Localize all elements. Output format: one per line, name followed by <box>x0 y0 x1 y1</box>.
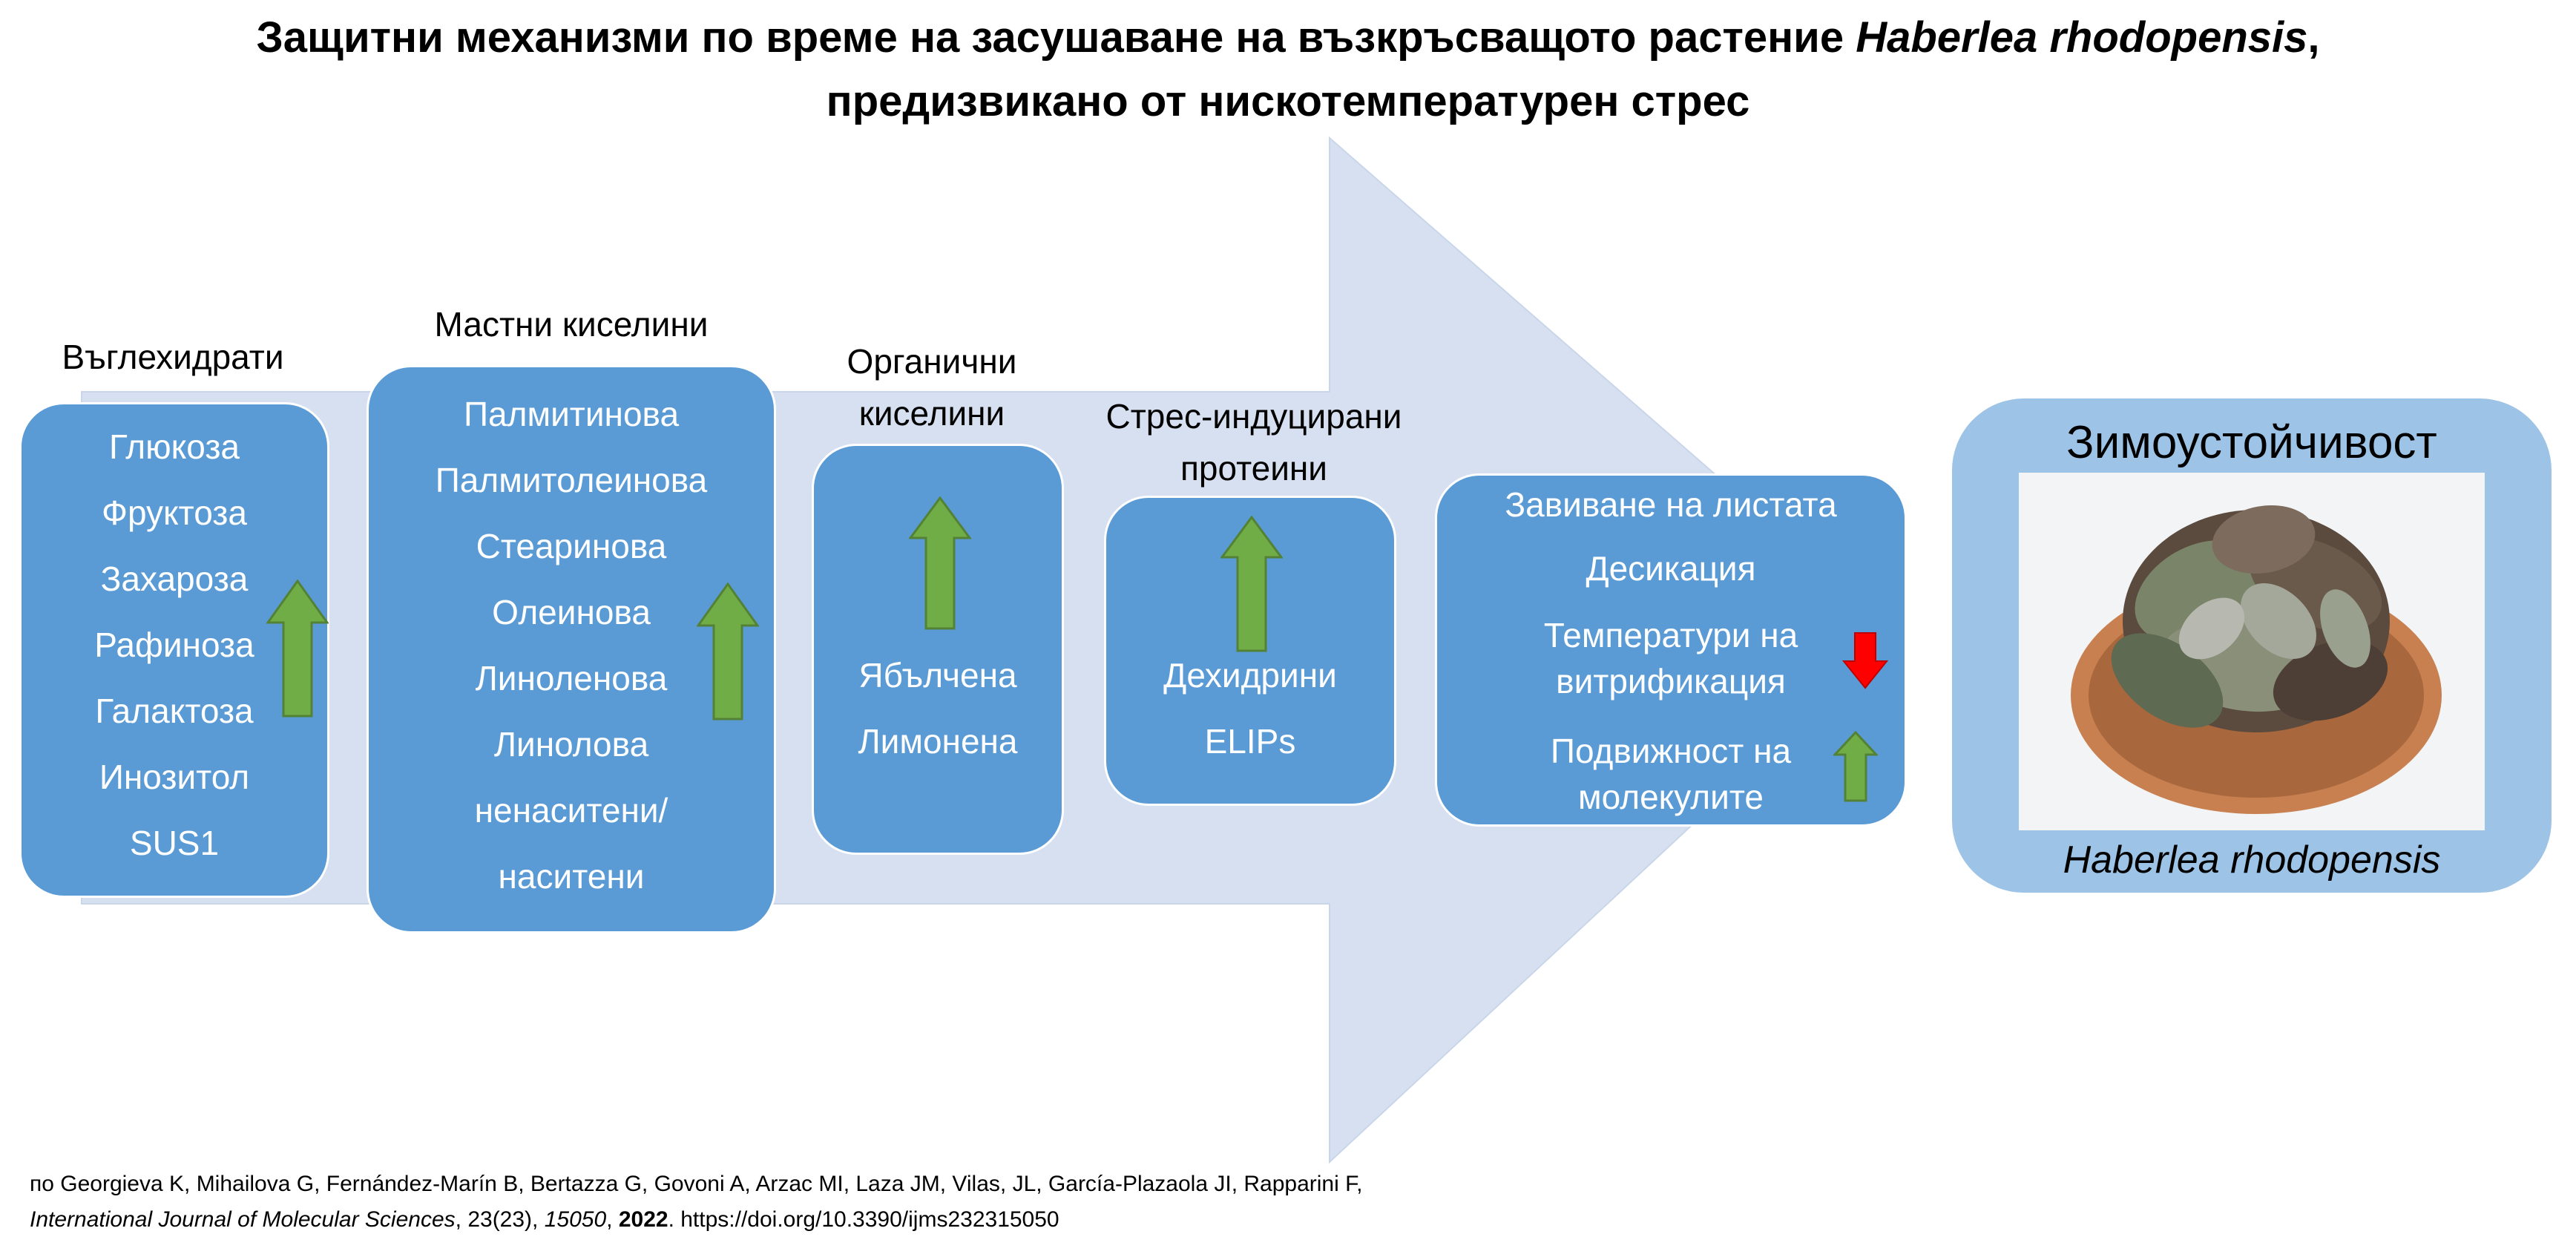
green-up-arrow-icon <box>697 582 759 721</box>
citation-source: International Journal of Molecular Scien… <box>30 1202 1362 1238</box>
title-line-1: Защитни механизми по време на засушаване… <box>0 6 2576 70</box>
citation-doi: . https://doi.org/10.3390/ijms232315050 <box>668 1207 1059 1232</box>
winter-species-name: Haberlea rhodopensis <box>2063 838 2441 882</box>
panel-stress-proteins: Дехидрини ELIPs <box>1104 496 1396 806</box>
carb-item: SUS1 <box>129 824 220 862</box>
carb-item: Галактоза <box>95 692 254 730</box>
citation: по Georgieva K, Mihailova G, Fernández-M… <box>30 1166 1362 1238</box>
page-title: Защитни механизми по време на засушаване… <box>0 6 2576 134</box>
green-up-arrow-icon <box>1833 731 1878 802</box>
carb-item: Фруктоза <box>102 493 247 532</box>
panel-organic-acids: Ябълчена Лимонена <box>812 444 1064 855</box>
label-carbohydrates: Въглехидрати <box>62 338 284 376</box>
carb-item: Инозитол <box>99 758 250 796</box>
label-organic-acids-line-2: киселини <box>858 394 1005 433</box>
label-stress-proteins-line-1: Стрес-индуцирани <box>1105 397 1402 436</box>
fatty-acid-item: Палмитолеинова <box>435 461 708 499</box>
physical-item-desiccation: Десикация <box>1586 549 1756 588</box>
panel-physical-changes: Завиване на листата Десикация Температур… <box>1435 473 1907 827</box>
green-up-arrow-icon <box>266 580 329 718</box>
stress-protein-item: ELIPs <box>1204 722 1296 761</box>
carb-item: Рафиноза <box>94 626 254 664</box>
fatty-acid-item: наситени <box>498 857 645 896</box>
label-fatty-acids: Мастни киселини <box>434 305 709 344</box>
physical-item-mobility-line-1: Подвижност на <box>1550 732 1792 770</box>
label-organic-acids: Органични киселини <box>801 335 1062 439</box>
carb-item: Захароза <box>100 559 249 598</box>
fatty-acid-item: Стеаринова <box>476 527 667 565</box>
citation-year: 2022 <box>618 1207 668 1232</box>
physical-item-leaf-rolling: Завиване на листата <box>1505 485 1837 524</box>
fatty-acid-item: Линоленова <box>475 659 668 698</box>
fatty-acid-item: ненаситени/ <box>474 791 668 830</box>
label-stress-proteins-line-2: протеини <box>1180 449 1327 488</box>
title-species: Haberlea rhodopensis <box>1856 13 2308 62</box>
citation-authors: по Georgieva K, Mihailova G, Fernández-M… <box>30 1172 1363 1196</box>
green-up-arrow-icon <box>909 496 971 630</box>
citation-separator: , <box>606 1207 619 1232</box>
panel-winter-hardiness: Зимоустойчивост Haberlea rhodopensis <box>1950 396 2554 895</box>
stress-protein-item: Дехидрини <box>1163 656 1337 695</box>
red-down-arrow-icon <box>1842 632 1888 689</box>
green-up-arrow-icon <box>1220 516 1283 652</box>
fatty-acid-item: Палмитинова <box>463 395 680 433</box>
physical-item-vitrification: Температури на витрификация <box>1437 612 1905 704</box>
physical-item-vitrification-line-2: витрификация <box>1556 662 1786 700</box>
fatty-acid-item: Олеинова <box>492 593 651 631</box>
citation-volume: , 23(23), <box>455 1207 545 1232</box>
title-line-2: предизвикано от нискотемпературен стрес <box>826 77 1750 125</box>
physical-item-mobility-line-2: молекулите <box>1578 778 1764 816</box>
label-organic-acids-line-1: Органични <box>847 342 1017 381</box>
carb-item: Глюкоза <box>108 427 240 466</box>
citation-journal: International Journal of Molecular Scien… <box>30 1207 456 1232</box>
physical-item-vitrification-line-1: Температури на <box>1543 616 1798 654</box>
title-text: Защитни механизми по време на засушаване… <box>256 13 1856 62</box>
panel-fatty-acids: Палмитинова Палмитолеинова Стеаринова Ол… <box>367 365 776 933</box>
title-comma: , <box>2307 13 2320 62</box>
plant-photo <box>2019 473 2485 830</box>
label-stress-proteins: Стрес-индуцирани протеини <box>1061 390 1447 494</box>
plant-leaves <box>2111 505 2390 732</box>
citation-article: 15050 <box>544 1207 607 1232</box>
panel-carbohydrates: Глюкоза Фруктоза Захароза Рафиноза Галак… <box>19 402 329 898</box>
organic-acid-item: Лимонена <box>858 722 1018 761</box>
fatty-acid-item: Линолова <box>493 725 649 764</box>
winter-hardiness-title: Зимоустойчивост <box>2066 417 2437 468</box>
organic-acid-item: Ябълчена <box>858 656 1017 695</box>
physical-item-mobility: Подвижност на молекулите <box>1437 728 1905 820</box>
